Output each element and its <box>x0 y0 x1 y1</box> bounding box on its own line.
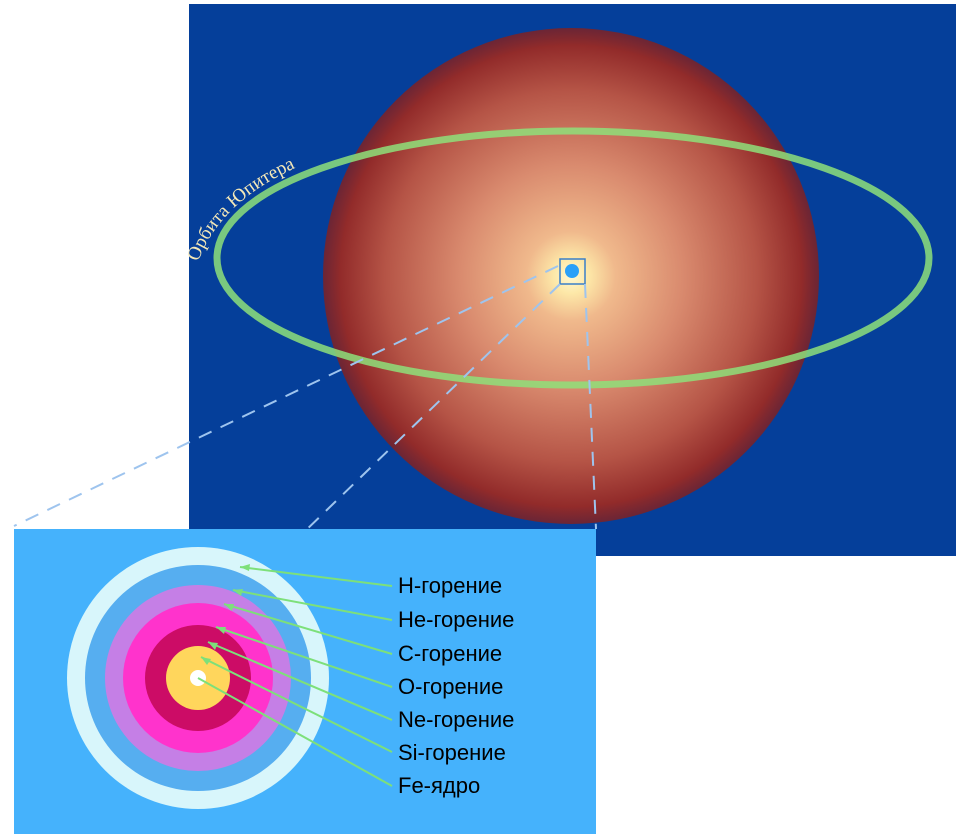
label-si-burning: Si-горение <box>398 740 506 765</box>
arrowhead-o <box>216 627 226 634</box>
zoom-line-right <box>584 283 597 530</box>
core-marker-dot <box>565 264 579 278</box>
label-o-burning: О-горение <box>398 674 503 699</box>
arrowhead-si <box>201 657 211 665</box>
shell-labels: Н-горение Не-горение С-горение О-горение… <box>398 573 514 798</box>
pointer-ne <box>207 641 393 721</box>
jupiter-orbit <box>213 127 933 389</box>
arrowhead-he <box>233 589 243 596</box>
pointer-si <box>200 656 393 753</box>
core-marker-box <box>559 258 586 285</box>
label-fe-core: Fe-ядро <box>398 773 480 798</box>
zoom-line-left <box>13 265 559 527</box>
label-pointers <box>197 566 393 787</box>
label-h-burning: Н-горение <box>398 573 502 598</box>
pointer-he <box>232 589 393 621</box>
label-ne-burning: Ne-горение <box>398 707 514 732</box>
pointer-h <box>239 566 393 587</box>
pointer-fe <box>197 677 393 787</box>
zoom-projection-lines <box>13 265 597 537</box>
pointer-heads <box>201 564 250 665</box>
arrowhead-ne <box>208 642 218 650</box>
label-he-burning: Не-горение <box>398 607 514 632</box>
pointer-o <box>215 626 393 688</box>
pointer-c <box>223 603 393 655</box>
arrowhead-c <box>224 604 234 611</box>
zoom-line-middle <box>299 283 561 537</box>
arrowhead-h <box>240 564 250 571</box>
label-c-burning: С-горение <box>398 641 502 666</box>
